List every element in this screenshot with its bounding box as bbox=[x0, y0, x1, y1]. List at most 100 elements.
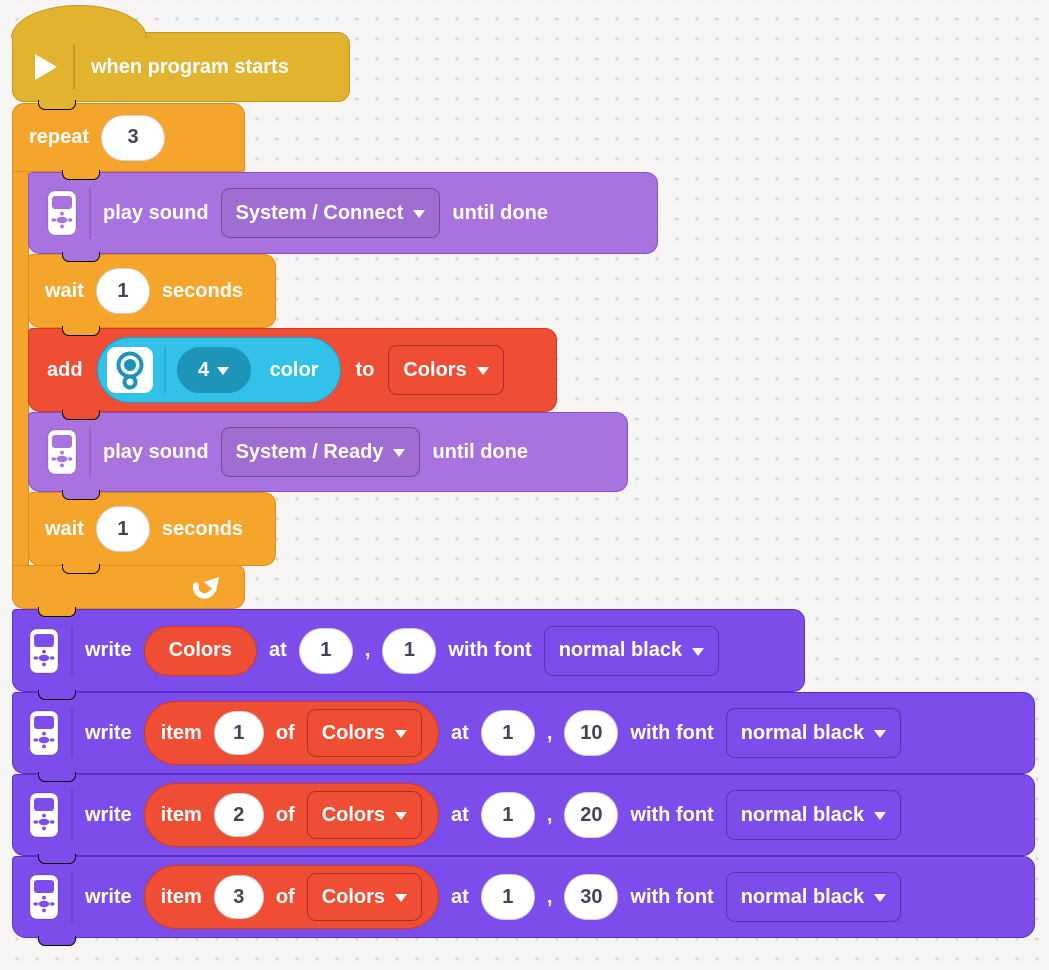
wait-seconds-value: 1 bbox=[117, 517, 129, 540]
block-seam-tab bbox=[38, 607, 76, 617]
font-dropdown[interactable]: normal black bbox=[725, 790, 902, 840]
chevron-down-icon bbox=[393, 449, 406, 457]
add-label: add bbox=[47, 358, 83, 381]
wait-label: wait bbox=[45, 279, 84, 302]
chevron-down-icon bbox=[395, 894, 408, 902]
block-seam-tab bbox=[38, 100, 76, 110]
color-sensor-icon bbox=[106, 347, 153, 393]
list-dropdown-value: Colors bbox=[321, 721, 386, 744]
block-seam-tab bbox=[62, 490, 100, 500]
item-index-input[interactable]: 3 bbox=[213, 875, 264, 919]
repeat-count-value: 3 bbox=[127, 126, 139, 148]
divider bbox=[71, 707, 73, 759]
repeat-block-arm bbox=[12, 169, 29, 567]
at-label: at bbox=[451, 885, 469, 908]
comma-label: , bbox=[546, 803, 553, 826]
font-dropdown[interactable]: normal black bbox=[543, 625, 720, 676]
x-coordinate-input[interactable]: 1 bbox=[480, 710, 535, 756]
item-index-input[interactable]: 1 bbox=[213, 711, 264, 755]
block-seam-tab bbox=[38, 854, 76, 864]
sound-dropdown[interactable]: System / Connect bbox=[220, 188, 441, 238]
variable-name: Colors bbox=[168, 639, 233, 661]
port-dropdown[interactable]: 4 bbox=[176, 347, 251, 393]
write-block[interactable]: write item 2 of Colors at 1 , 20 with fo… bbox=[12, 774, 1035, 856]
wait-seconds-block[interactable]: wait 1 seconds bbox=[28, 492, 276, 566]
y-coordinate-input[interactable]: 10 bbox=[564, 710, 619, 756]
repeat-block-foot[interactable] bbox=[12, 565, 245, 609]
y-value: 10 bbox=[580, 721, 603, 744]
block-seam-tab bbox=[38, 936, 76, 946]
item-label: item bbox=[160, 803, 202, 826]
y-coordinate-input[interactable]: 30 bbox=[564, 874, 619, 920]
hub-icon bbox=[29, 874, 59, 920]
write-block[interactable]: write Colors at 1 , 1 with font normal b… bbox=[12, 609, 805, 692]
seconds-label: seconds bbox=[161, 517, 244, 540]
y-value: 20 bbox=[580, 803, 603, 826]
x-value: 1 bbox=[502, 721, 514, 744]
item-label: item bbox=[160, 885, 202, 908]
font-dropdown[interactable]: normal black bbox=[725, 872, 902, 922]
item-of-list-reporter[interactable]: item 2 of Colors bbox=[143, 783, 440, 847]
until-done-label: until done bbox=[432, 440, 528, 463]
chevron-down-icon bbox=[413, 210, 426, 218]
x-value: 1 bbox=[320, 639, 332, 661]
list-dropdown[interactable]: Colors bbox=[388, 345, 504, 395]
divider bbox=[89, 187, 91, 239]
repeat-block-header[interactable]: repeat 3 bbox=[12, 103, 245, 172]
block-seam-tab bbox=[62, 564, 100, 574]
y-coordinate-input[interactable]: 20 bbox=[564, 792, 619, 838]
item-of-list-reporter[interactable]: item 3 of Colors bbox=[143, 865, 440, 929]
port-dropdown-value: 4 bbox=[198, 358, 210, 381]
chevron-down-icon bbox=[395, 730, 408, 738]
play-sound-until-done-block[interactable]: play sound System / Ready until done bbox=[28, 412, 628, 492]
wait-seconds-block[interactable]: wait 1 seconds bbox=[28, 254, 276, 328]
y-value: 30 bbox=[580, 885, 603, 908]
font-dropdown-value: normal black bbox=[740, 721, 865, 744]
sound-dropdown[interactable]: System / Ready bbox=[220, 427, 421, 477]
chevron-down-icon bbox=[692, 647, 705, 656]
list-dropdown[interactable]: Colors bbox=[306, 709, 423, 757]
with-font-label: with font bbox=[630, 721, 714, 744]
list-dropdown-value: Colors bbox=[321, 803, 386, 826]
list-dropdown-value: Colors bbox=[321, 885, 386, 908]
play-sound-until-done-block[interactable]: play sound System / Connect until done bbox=[28, 172, 658, 254]
hub-icon bbox=[47, 190, 77, 236]
chevron-down-icon bbox=[395, 812, 408, 820]
font-dropdown-value: normal black bbox=[740, 885, 865, 908]
write-block[interactable]: write item 1 of Colors at 1 , 10 with fo… bbox=[12, 692, 1035, 774]
of-label: of bbox=[275, 721, 295, 744]
add-to-list-block[interactable]: add 4 color to Colors bbox=[28, 328, 557, 412]
y-coordinate-input[interactable]: 1 bbox=[382, 627, 437, 674]
wait-seconds-input[interactable]: 1 bbox=[95, 506, 150, 552]
item-of-list-reporter[interactable]: item 1 of Colors bbox=[143, 701, 440, 765]
list-dropdown-value: Colors bbox=[403, 358, 467, 381]
of-label: of bbox=[275, 803, 295, 826]
sound-dropdown-value: System / Connect bbox=[235, 201, 404, 224]
repeat-count-input[interactable]: 3 bbox=[101, 114, 166, 161]
seconds-label: seconds bbox=[161, 279, 244, 302]
play-sound-label: play sound bbox=[103, 201, 209, 224]
when-program-starts-block[interactable]: when program starts bbox=[11, 5, 350, 102]
font-dropdown[interactable]: normal black bbox=[725, 708, 902, 758]
write-label: write bbox=[85, 803, 132, 826]
chevron-down-icon bbox=[476, 367, 489, 375]
hat-label: when program starts bbox=[91, 55, 289, 78]
to-label: to bbox=[355, 358, 375, 381]
x-coordinate-input[interactable]: 1 bbox=[298, 627, 353, 674]
color-sensor-reporter[interactable]: 4 color bbox=[96, 337, 342, 403]
wait-seconds-input[interactable]: 1 bbox=[95, 268, 150, 314]
item-index-input[interactable]: 2 bbox=[213, 793, 264, 837]
item-index-value: 3 bbox=[233, 885, 245, 908]
x-coordinate-input[interactable]: 1 bbox=[480, 874, 535, 920]
variable-reporter-colors[interactable]: Colors bbox=[143, 625, 258, 676]
x-value: 1 bbox=[502, 803, 514, 826]
divider bbox=[71, 789, 73, 841]
until-done-label: until done bbox=[452, 201, 548, 224]
list-dropdown[interactable]: Colors bbox=[306, 873, 423, 921]
x-coordinate-input[interactable]: 1 bbox=[480, 792, 535, 838]
list-dropdown[interactable]: Colors bbox=[306, 791, 423, 839]
item-index-value: 2 bbox=[233, 803, 245, 826]
write-block[interactable]: write item 3 of Colors at 1 , 30 with fo… bbox=[12, 856, 1035, 938]
comma-label: , bbox=[364, 639, 371, 661]
